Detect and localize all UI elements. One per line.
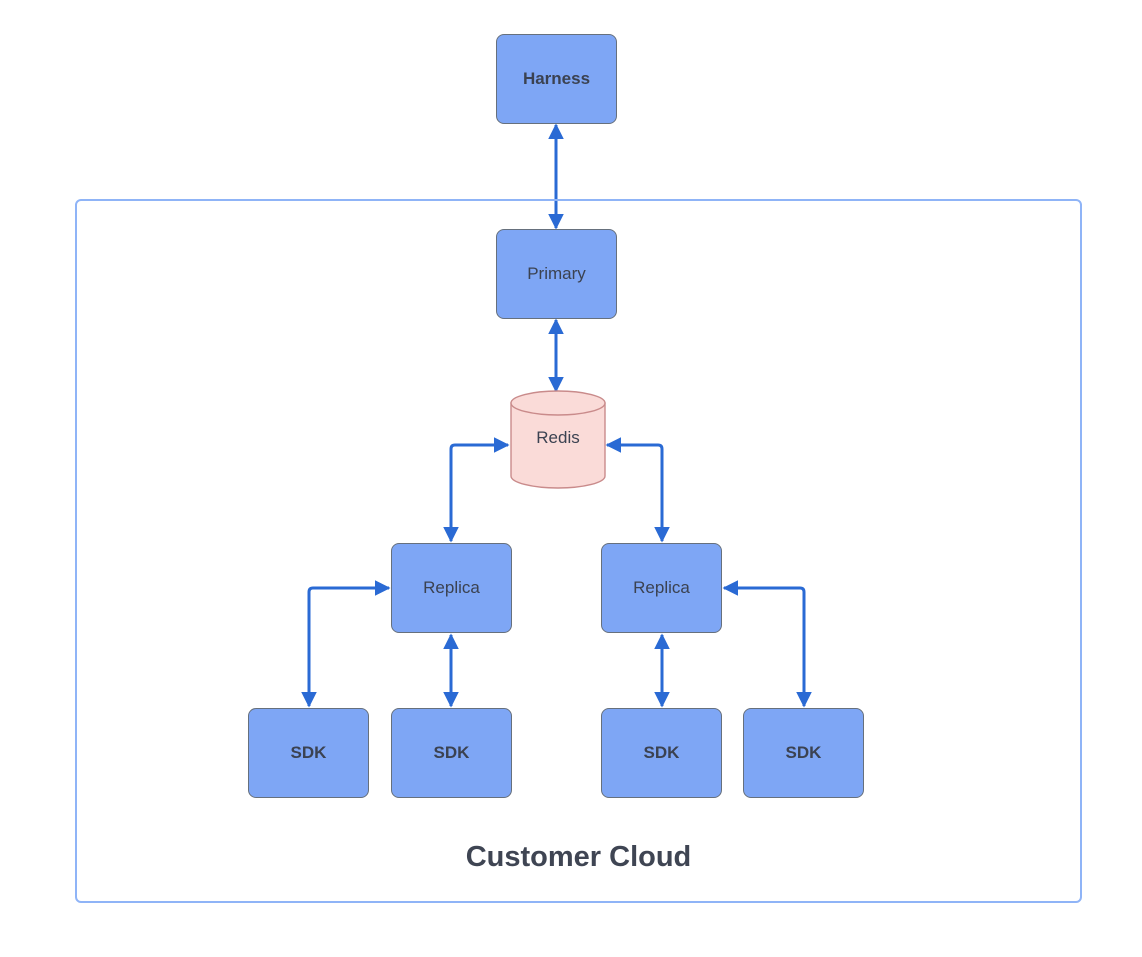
node-sdk-4-label: SDK [785,742,822,762]
node-replica-left-label: Replica [423,577,480,597]
edge-replica-right-sdk-4 [722,580,812,708]
edge-redis-replica-right [605,437,670,543]
node-primary[interactable]: Primary [496,229,617,319]
node-replica-right[interactable]: Replica [601,543,722,633]
node-harness-label: Harness [522,68,591,88]
node-sdk-1[interactable]: SDK [248,708,369,798]
customer-cloud-label: Customer Cloud [465,841,692,873]
node-replica-left[interactable]: Replica [391,543,512,633]
node-redis[interactable]: Redis [510,390,606,489]
node-sdk-1-label: SDK [290,742,327,762]
node-replica-right-label: Replica [633,577,690,597]
database-cylinder-icon [510,390,606,489]
node-harness[interactable]: Harness [496,34,617,124]
node-sdk-3-label: SDK [643,742,680,762]
edge-redis-replica-left [443,437,510,543]
node-sdk-2-label: SDK [433,742,470,762]
node-sdk-3[interactable]: SDK [601,708,722,798]
edge-replica-left-sdk-1 [301,580,391,708]
node-sdk-2[interactable]: SDK [391,708,512,798]
node-primary-label: Primary [527,263,586,283]
customer-cloud-container [75,199,1082,903]
node-sdk-4[interactable]: SDK [743,708,864,798]
